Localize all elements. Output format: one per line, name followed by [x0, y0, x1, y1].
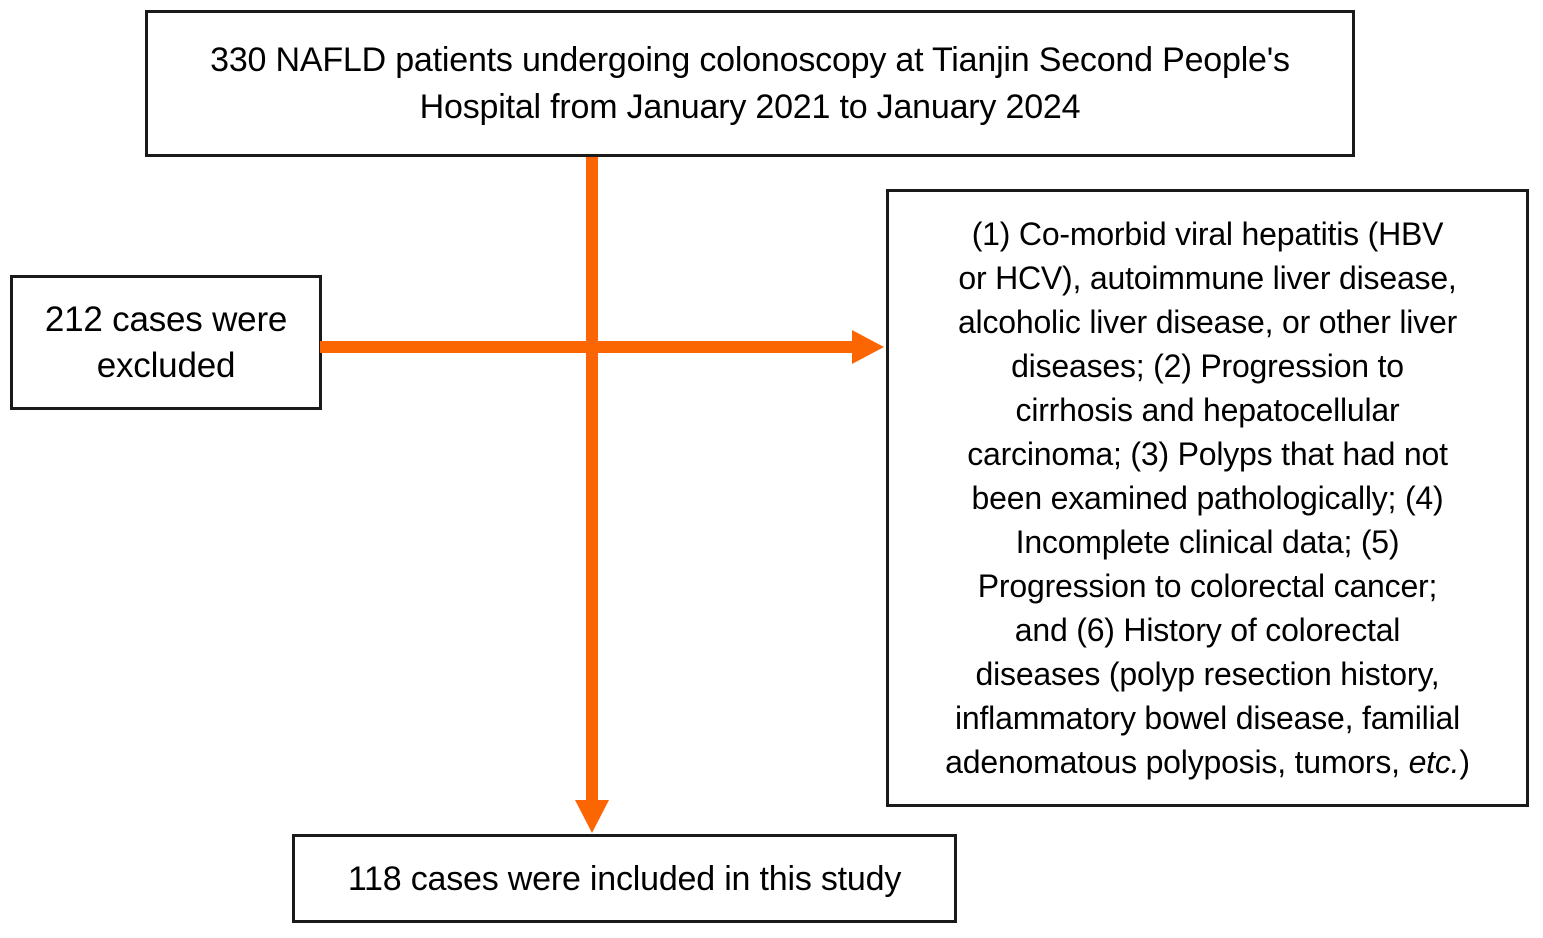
exclusion-criteria-close-paren: ) — [1459, 744, 1470, 780]
excluded-cases-text: 212 cases were excluded — [44, 299, 288, 385]
right-arrow-head-icon — [852, 330, 884, 364]
down-arrow-head-icon — [575, 800, 609, 833]
included-cases-text: 118 cases were included in this study — [347, 859, 902, 898]
box-included-cases: 118 cases were included in this study — [292, 834, 957, 923]
exclusion-criteria-etc: etc. — [1408, 744, 1460, 780]
box-total-patients: 330 NAFLD patients undergoing colonoscop… — [145, 10, 1355, 157]
exclusion-criteria-text: (1) Co-morbid viral hepatitis (HBV or HC… — [945, 212, 1470, 784]
box-excluded-cases: 212 cases were excluded — [10, 275, 322, 410]
right-arrow-line — [320, 341, 854, 353]
total-patients-text: 330 NAFLD patients undergoing colonoscop… — [210, 40, 1290, 126]
exclusion-criteria-main: (1) Co-morbid viral hepatitis (HBV or HC… — [945, 216, 1460, 780]
down-arrow-line — [586, 157, 598, 802]
box-exclusion-criteria: (1) Co-morbid viral hepatitis (HBV or HC… — [886, 189, 1529, 807]
